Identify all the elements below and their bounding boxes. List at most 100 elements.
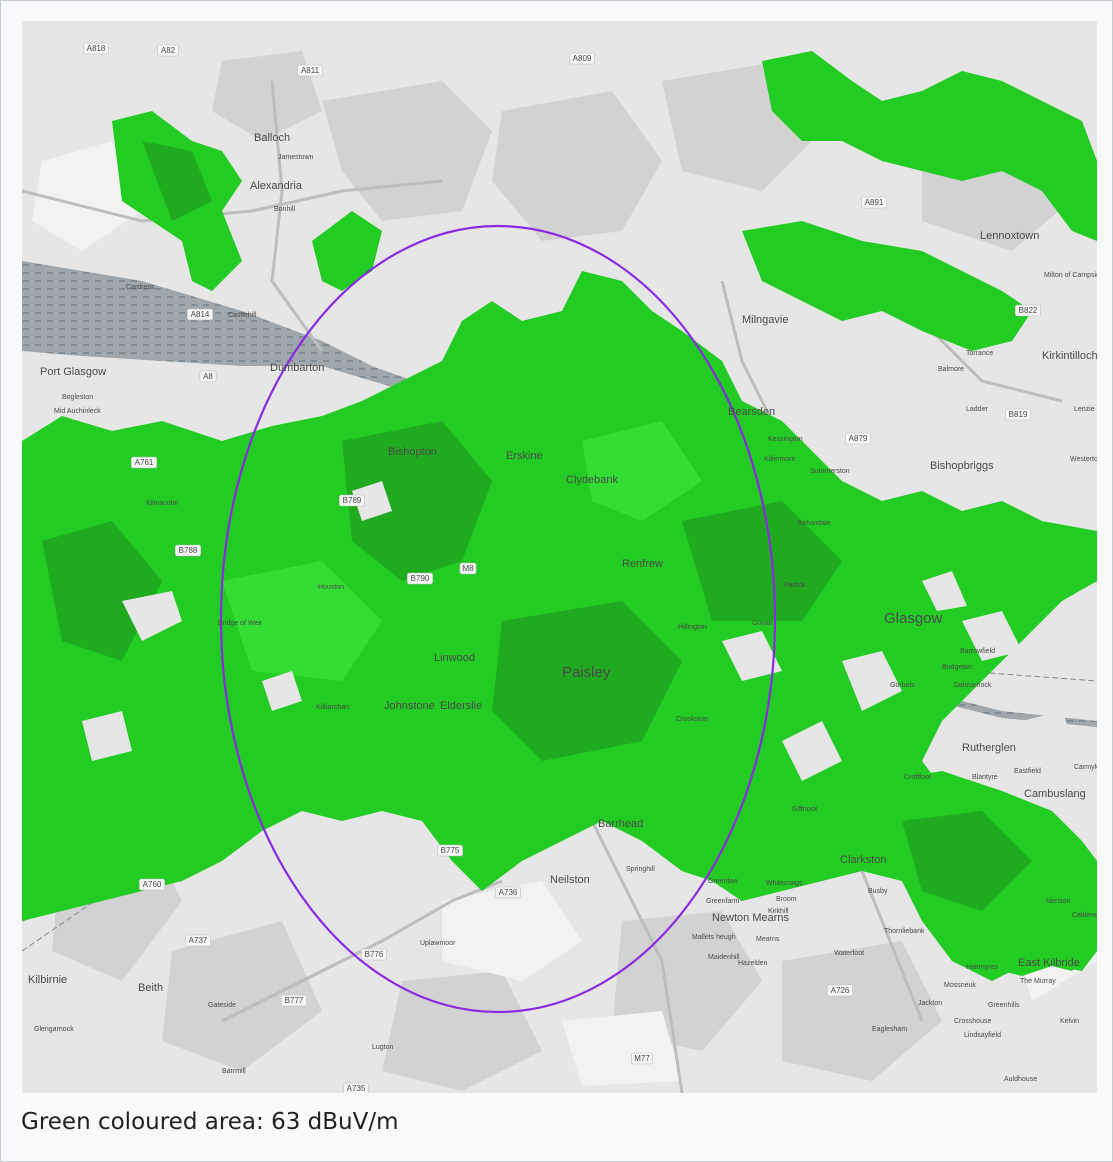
place-label: Gateside: [208, 1002, 236, 1009]
place-label: Broom: [776, 896, 797, 903]
road-shield: A736: [494, 886, 521, 899]
place-label: Torrance: [966, 350, 993, 357]
place-label: Thornliebank: [884, 928, 925, 935]
place-label: Cardross: [126, 284, 155, 291]
place-label: Alexandria: [250, 180, 303, 192]
place-label: Milton of Campsie: [1044, 272, 1097, 279]
place-label: Crosshouse: [954, 1018, 991, 1025]
road-label: A735: [347, 1084, 366, 1093]
place-label: Linwood: [434, 652, 475, 664]
place-label: Paisley: [562, 664, 611, 681]
place-label: Lindsayfield: [964, 1032, 1001, 1039]
place-label: Milngavie: [742, 314, 788, 326]
place-label: East Kilbride: [1018, 957, 1080, 969]
place-label: Mallets heugh: [692, 934, 736, 941]
place-label: Balmore: [938, 366, 964, 373]
road-label: A811: [301, 66, 320, 75]
place-label: Cambuslang: [1024, 788, 1086, 800]
place-label: Jamestown: [278, 154, 314, 161]
river-clyde: [22, 261, 1097, 727]
place-label: Bridgeton: [942, 664, 972, 671]
road-shield: A726: [826, 984, 853, 997]
place-label: Glengarnock: [34, 1026, 74, 1033]
road-shield: B777: [280, 994, 307, 1007]
place-label: Busby: [868, 888, 888, 895]
place-label: Crookston: [676, 716, 708, 723]
road-shield: A809: [568, 52, 595, 65]
road-label: B819: [1009, 410, 1028, 419]
place-label: Govan: [752, 620, 773, 627]
road-shield: A82: [157, 44, 179, 57]
place-label: Mid Auchinleck: [54, 408, 101, 415]
place-label: Bearsden: [728, 406, 775, 418]
place-label: Kilbirnie: [28, 974, 67, 986]
road-label: A814: [191, 310, 210, 319]
road-label: A761: [135, 458, 154, 467]
road-shield: A879: [844, 432, 871, 445]
place-label: Croftfoot: [904, 774, 931, 781]
place-label: Eastfield: [1014, 768, 1041, 775]
place-label: Houston: [318, 584, 344, 591]
coverage-gaps: [82, 481, 1077, 781]
place-label: Kessington: [768, 436, 803, 443]
road-label: B790: [411, 574, 430, 583]
road-label: B777: [285, 996, 304, 1005]
road-label: A726: [831, 986, 850, 995]
place-label: Killermont: [764, 456, 795, 463]
road-shield: A735: [343, 1082, 369, 1093]
road-shield: B788: [175, 544, 202, 557]
place-label: Lugton: [372, 1044, 394, 1051]
place-label: Bridge of Weir: [218, 620, 263, 627]
road-label: M77: [634, 1054, 650, 1063]
place-label: Ladder: [966, 406, 988, 413]
road-label: A82: [161, 46, 176, 55]
place-label: Calderwood: [1072, 912, 1097, 919]
place-label: Elderslie: [440, 700, 482, 712]
place-label: Castlehill: [228, 312, 257, 319]
place-label: Auldhouse: [1004, 1076, 1037, 1083]
place-label: Glasgow: [884, 610, 943, 627]
road-label: B789: [343, 496, 362, 505]
place-label: Kelvindale: [798, 520, 830, 527]
place-label: Kirkintilloch: [1042, 350, 1097, 362]
place-label: Lennoxtown: [980, 230, 1039, 242]
road-label: B822: [1019, 306, 1038, 315]
road-shield: B775: [436, 844, 463, 857]
place-label: Eaglesham: [872, 1026, 907, 1033]
place-label: Bogleston: [62, 394, 93, 401]
place-label: Bishopbriggs: [930, 460, 994, 472]
place-label: Renfrew: [622, 558, 663, 570]
road-shield: A814: [187, 308, 214, 321]
road-shield: A8: [199, 370, 217, 383]
place-label: Bishopton: [388, 446, 437, 458]
place-label: Kelvin: [1060, 1018, 1079, 1025]
place-label: Greenhills: [988, 1002, 1020, 1009]
service-area-ellipse: [219, 224, 777, 1014]
road-shield: B822: [1014, 304, 1041, 317]
place-label: Newton Mearns: [712, 912, 790, 924]
road-shield: M77: [631, 1052, 653, 1065]
road-label: A809: [573, 54, 592, 63]
place-label: Greenfarm: [706, 898, 740, 905]
place-label: Mearns: [756, 936, 780, 943]
place-label: Rutherglen: [962, 742, 1016, 754]
place-label: Kilbarchan: [316, 704, 349, 711]
place-label: Springhill: [626, 866, 655, 873]
road-shield: A760: [139, 878, 166, 891]
place-label: Lenzie: [1074, 406, 1095, 413]
place-label: Clydebank: [566, 474, 618, 486]
coverage-area: [22, 51, 1097, 981]
place-label: Waterfoot: [834, 950, 864, 957]
road-label: B775: [441, 846, 460, 855]
place-label: Kirkhill: [768, 908, 789, 915]
place-label: Kilmacolm: [146, 500, 178, 507]
road-shield: B789: [338, 494, 365, 507]
road-label: B788: [179, 546, 198, 555]
place-label: Barrhead: [598, 818, 643, 830]
place-label: Johnstone: [384, 700, 435, 712]
place-label: Hairmyres: [966, 964, 998, 971]
